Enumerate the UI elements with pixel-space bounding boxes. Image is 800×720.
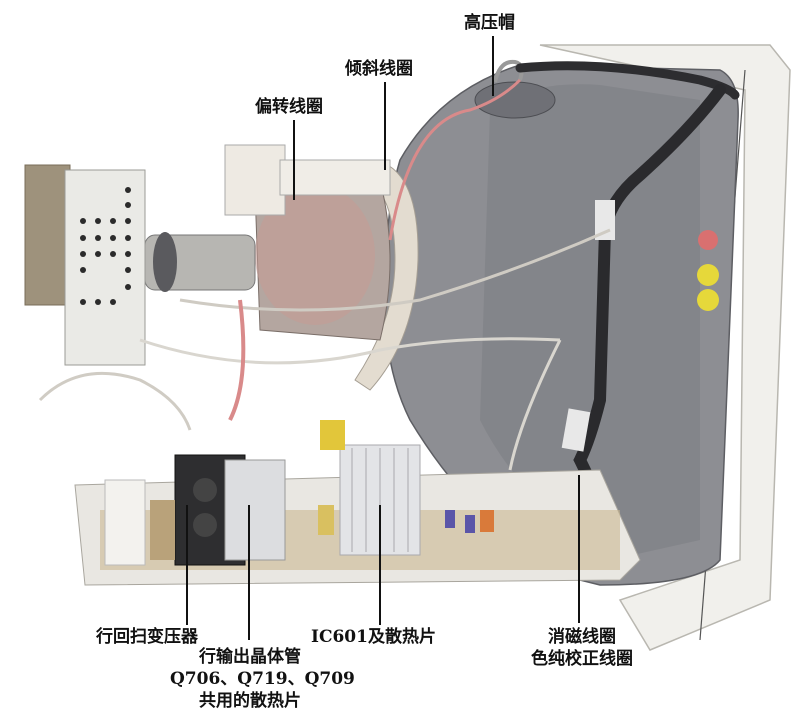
leader-ic601 <box>379 505 381 625</box>
front-bezel <box>539 44 791 651</box>
hot-line-2: Q706、Q719、Q709 <box>170 669 355 689</box>
label-anode-cap: 高压帽 <box>464 13 515 33</box>
hot-line-3: 共用的散热片 <box>199 691 301 711</box>
degauss-line-1: 消磁线圈 <box>548 627 616 647</box>
label-degaussing-coil: 消磁线圈 色纯校正线圈 <box>522 626 642 670</box>
label-horizontal-output-transistor: 行输出晶体管 Q706、Q719、Q709 共用的散热片 <box>170 646 355 712</box>
leader-anode-cap <box>492 36 494 96</box>
degauss-line-2: 色纯校正线圈 <box>531 649 633 669</box>
label-ic601-heatsink: IC601及散热片 <box>311 627 436 647</box>
label-deflection-yoke: 偏转线圈 <box>255 97 323 117</box>
label-flyback-transformer: 行回扫变压器 <box>96 627 198 647</box>
leader-hot-heatsink <box>248 505 250 640</box>
leader-tilt-coil <box>384 82 386 170</box>
leader-degaussing <box>578 475 580 623</box>
leader-deflection-yoke <box>293 120 295 200</box>
hot-line-1: 行输出晶体管 <box>199 647 301 667</box>
label-tilt-coil: 倾斜线圈 <box>345 59 413 79</box>
leader-flyback <box>186 505 188 625</box>
